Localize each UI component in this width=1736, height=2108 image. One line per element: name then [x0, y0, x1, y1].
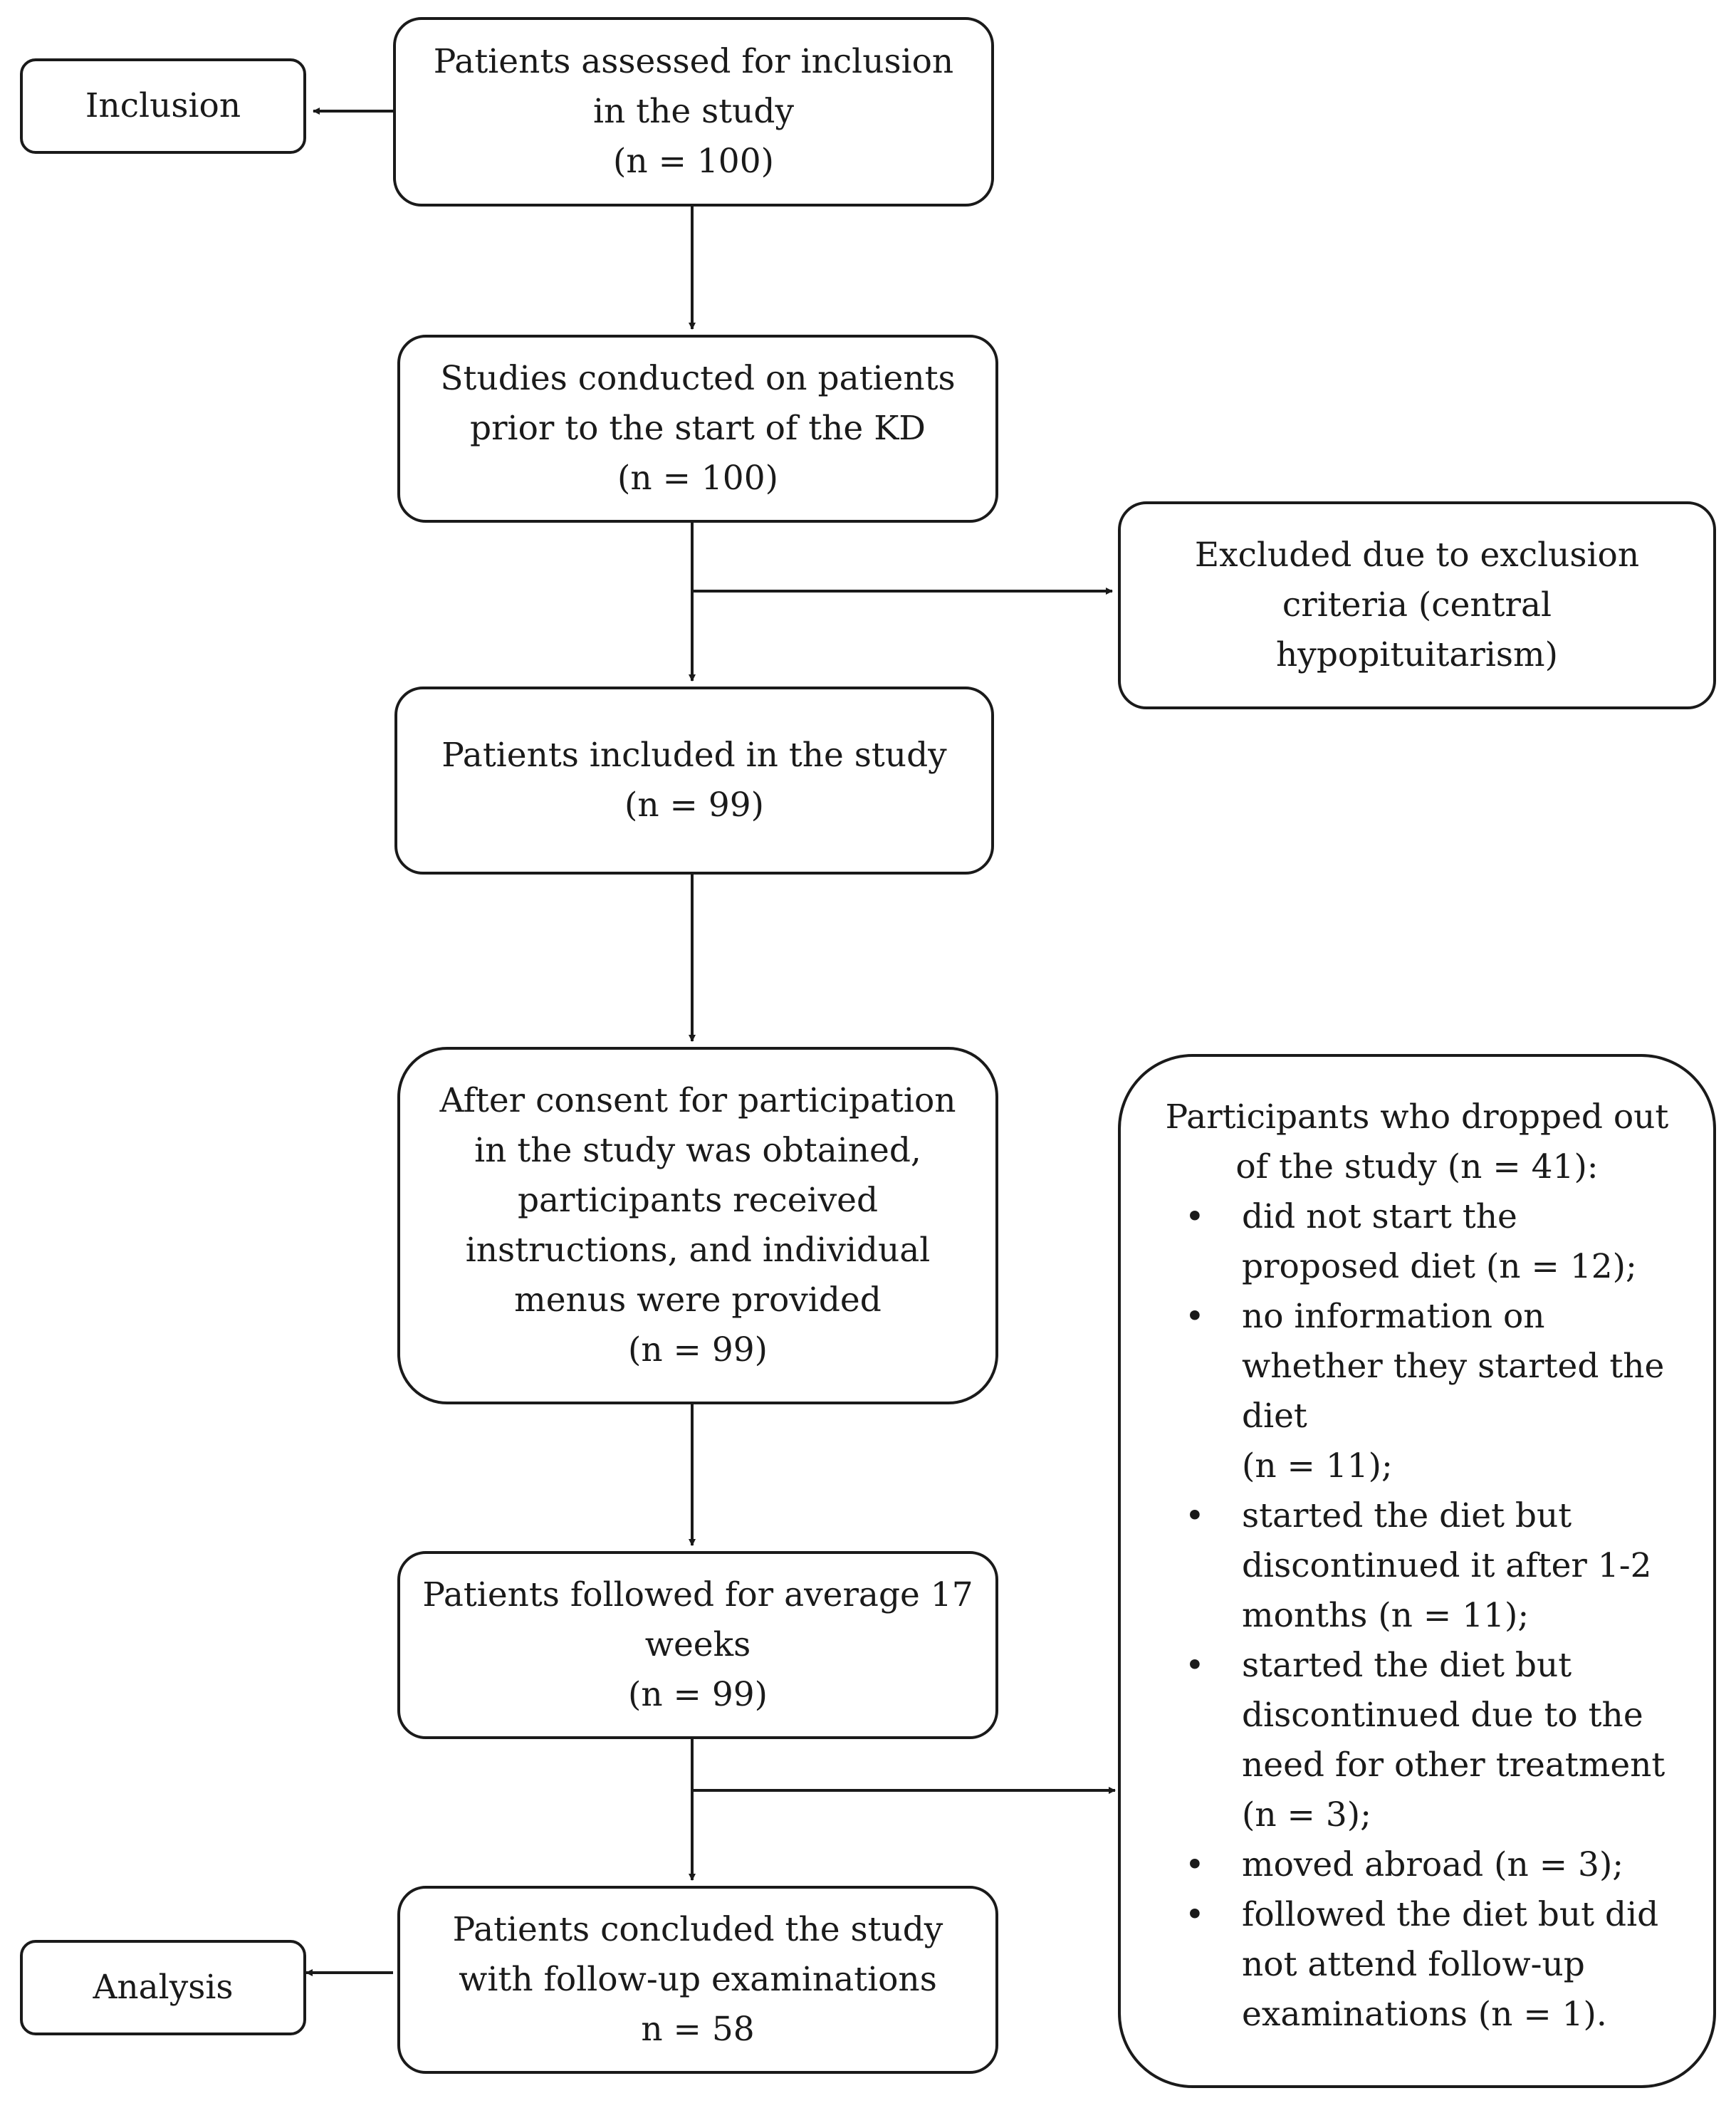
dropouts-heading-line-1: Participants who dropped out	[1165, 1097, 1669, 1137]
studies-line-2: prior to the start of the KD	[470, 409, 926, 448]
dropout-item-text: discontinued due to the	[1242, 1696, 1643, 1735]
followed-box: Patients followed for average 17 weeks (…	[397, 1551, 998, 1739]
concluded-box: Patients concluded the study with follow…	[397, 1886, 998, 2074]
assessed-line-2: in the study	[592, 92, 795, 131]
concluded-line-1: Patients concluded the study	[452, 1910, 943, 1949]
followed-line-2: weeks	[644, 1625, 751, 1664]
dropout-item-text: followed the diet but did	[1242, 1895, 1659, 1934]
dropout-item-text: no information on	[1242, 1297, 1545, 1336]
analysis-box: Analysis	[20, 1940, 306, 2035]
studies-count: (n = 100)	[617, 459, 778, 498]
studies-line-1: Studies conducted on patients	[440, 359, 956, 398]
dropout-item-text: months (n = 11);	[1242, 1596, 1530, 1635]
dropout-item-text: (n = 3);	[1242, 1795, 1371, 1835]
dropouts-heading-line-2: of the study (n = 41):	[1235, 1147, 1599, 1186]
dropout-item-text: started the diet but	[1242, 1646, 1572, 1685]
dropout-item-text: examinations (n = 1).	[1242, 1995, 1607, 2034]
consent-box: After consent for participation in the s…	[397, 1047, 998, 1404]
dropouts-heading: Participants who dropped out of the stud…	[1149, 1092, 1685, 1192]
followed-count: (n = 99)	[627, 1675, 768, 1714]
inclusion-box: Inclusion	[20, 58, 306, 154]
included-count: (n = 99)	[624, 786, 764, 825]
dropouts-box: Participants who dropped out of the stud…	[1118, 1054, 1716, 2088]
dropout-item-text: moved abroad (n = 3);	[1242, 1845, 1624, 1884]
dropout-item-text: need for other treatment	[1242, 1746, 1666, 1785]
dropout-item-text: discontinued it after 1-2	[1242, 1546, 1652, 1585]
dropout-item-text: diet	[1242, 1397, 1307, 1436]
dropout-item-text: whether they started the	[1242, 1347, 1665, 1386]
dropout-item: did not start the proposed diet (n = 12)…	[1149, 1192, 1685, 1292]
followed-line-1: Patients followed for average 17	[422, 1575, 973, 1614]
analysis-label: Analysis	[93, 1968, 234, 2007]
assessed-line-1: Patients assessed for inclusion	[433, 42, 954, 81]
included-box: Patients included in the study (n = 99)	[394, 687, 994, 875]
dropouts-list: did not start the proposed diet (n = 12)…	[1149, 1192, 1685, 2040]
excluded-box: Excluded due to exclusion criteria (cent…	[1118, 501, 1716, 709]
consent-line-2: in the study was obtained,	[474, 1131, 921, 1170]
consent-line-3: participants received	[517, 1181, 879, 1220]
excluded-line-2: criteria (central	[1282, 585, 1552, 625]
dropout-item-text: not attend follow-up	[1242, 1945, 1585, 1984]
dropout-item: moved abroad (n = 3);	[1149, 1840, 1685, 1890]
concluded-count: n = 58	[641, 2010, 755, 2049]
inclusion-label: Inclusion	[85, 86, 241, 125]
dropout-item-text: (n = 11);	[1242, 1446, 1393, 1486]
dropout-item-text: started the diet but	[1242, 1496, 1572, 1535]
assessed-count: (n = 100)	[613, 142, 774, 181]
included-line-1: Patients included in the study	[441, 736, 947, 775]
studies-box: Studies conducted on patients prior to t…	[397, 335, 998, 523]
concluded-line-2: with follow-up examinations	[459, 1960, 937, 1999]
dropout-item: no information on whether they started t…	[1149, 1292, 1685, 1491]
dropout-item: started the diet but discontinued due to…	[1149, 1641, 1685, 1840]
dropout-item: started the diet but discontinued it aft…	[1149, 1491, 1685, 1641]
dropout-item: followed the diet but did not attend fol…	[1149, 1890, 1685, 2040]
consent-line-1: After consent for participation	[439, 1081, 956, 1120]
consent-line-5: menus were provided	[514, 1280, 882, 1320]
assessed-box: Patients assessed for inclusion in the s…	[393, 17, 994, 207]
excluded-line-3: hypopituitarism)	[1276, 635, 1558, 674]
excluded-line-1: Excluded due to exclusion	[1194, 536, 1640, 575]
consent-count: (n = 99)	[627, 1330, 768, 1369]
dropout-item-text: did not start the	[1242, 1197, 1517, 1236]
consent-line-4: instructions, and individual	[465, 1231, 931, 1270]
dropout-item-text: proposed diet (n = 12);	[1242, 1247, 1637, 1286]
